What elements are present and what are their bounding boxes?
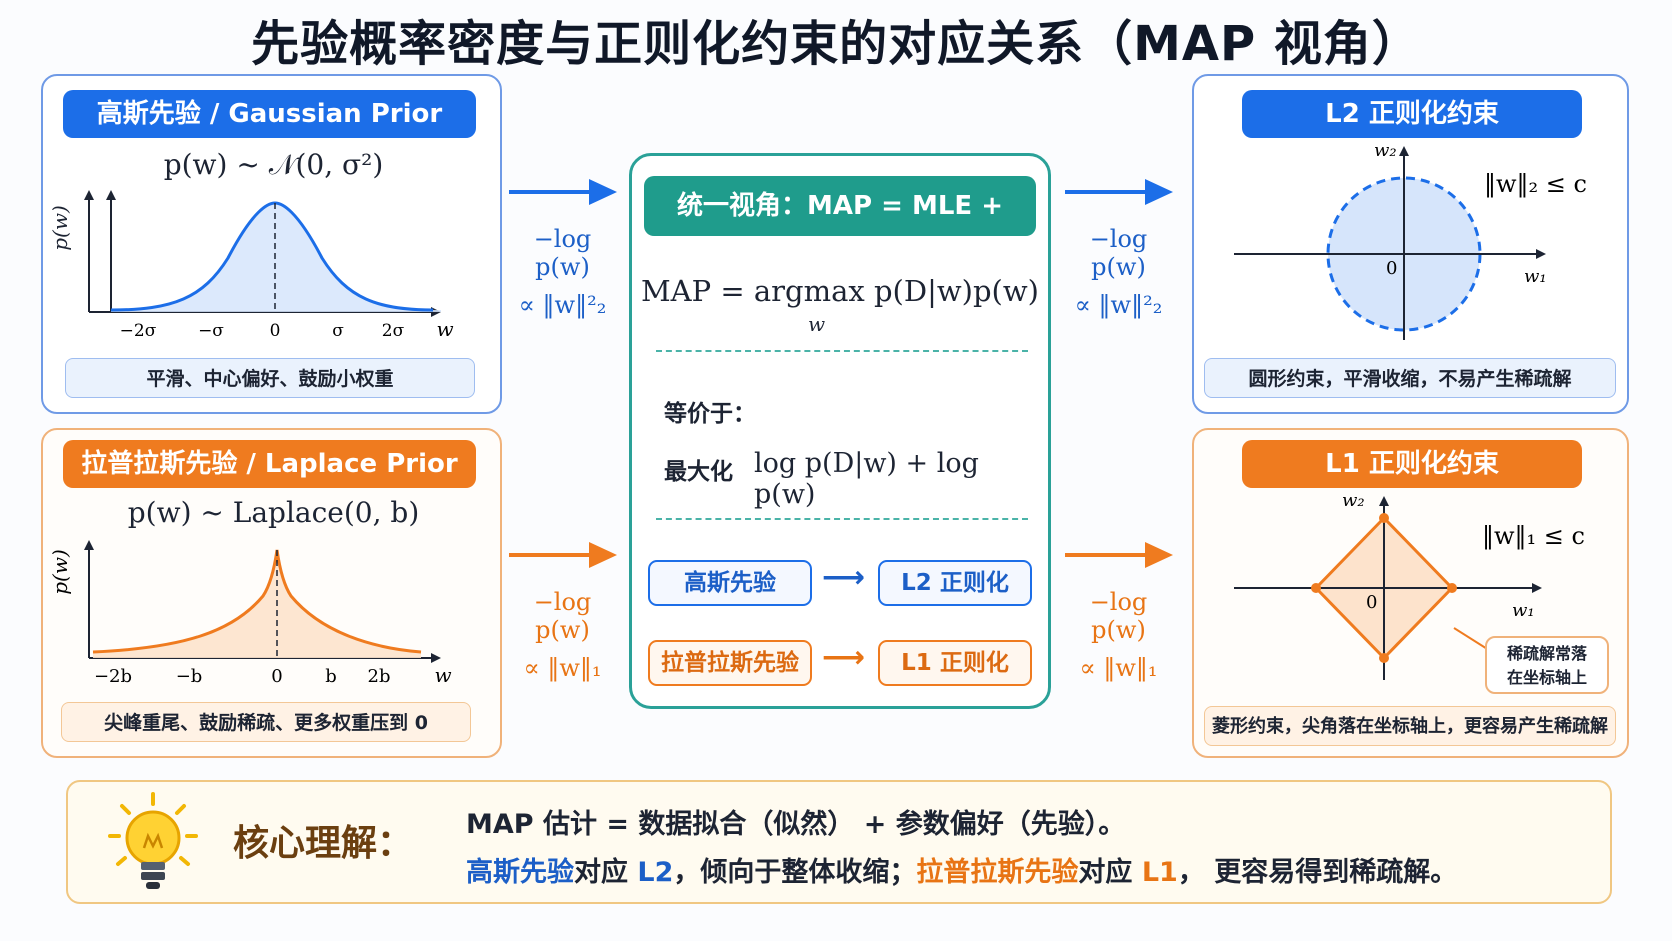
l1-corner-top: [1379, 513, 1389, 523]
arrow-map-to-l1: −log p(w) ∝ ‖w‖₁: [1061, 538, 1176, 682]
pair-arrow-icon: ⟶: [822, 560, 866, 595]
core-l1-term: L1: [1141, 857, 1178, 888]
l2-origin-label: 0: [1386, 258, 1397, 279]
l1-constraint-formula: ‖w‖₁ ≤ c: [1482, 522, 1585, 551]
arrow-right-icon: [1064, 179, 1173, 205]
arrow-gaussian-to-map: −log p(w) ∝ ‖w‖²₂: [505, 175, 620, 319]
l2-constraint-header: L2 正则化约束: [1242, 90, 1582, 138]
gaussian-tick-0: 0: [270, 321, 281, 341]
gaussian-prior-panel: 高斯先验 / Gaussian Prior p(w) ~ 𝒩(0, σ²) p(…: [41, 74, 502, 414]
gaussian-tick-pos1: σ: [332, 321, 344, 341]
arrow-right-icon: [508, 542, 617, 568]
l1-constraint-header: L1 正则化约束: [1242, 440, 1582, 488]
core-text-segment: ，倾向于整体收缩；: [673, 857, 917, 888]
gaussian-x-label: w: [436, 317, 453, 341]
core-text-segment: 对应: [574, 857, 638, 888]
core-text-segment: 对应: [1078, 857, 1142, 888]
l2-axis-y-label: w₂: [1374, 140, 1397, 161]
gaussian-density-chart: p(w) −2σ −σ 0 σ 2σ w: [48, 190, 454, 341]
arrow-laplace-to-map: −log p(w) ∝ ‖w‖₁: [505, 538, 620, 682]
arrow-l2-label-1: −log p(w): [1089, 225, 1148, 281]
laplace-caption: 尖峰重尾、鼓励稀疏、更多权重压到 0: [61, 702, 471, 742]
laplace-tick-pos1: b: [325, 666, 337, 687]
pair-laplace-prior: 拉普拉斯先验: [648, 640, 812, 686]
gaussian-formula: p(w) ~ 𝒩(0, σ²): [163, 148, 384, 181]
map-maximize-label: 最大化: [664, 459, 733, 485]
core-gaussian-term: 高斯先验: [466, 857, 574, 888]
l2-constraint-panel: L2 正则化约束 w₂ w₁ 0 ‖w‖₂ ≤ c 圆形约束，平滑收缩，不易产生…: [1192, 74, 1629, 414]
laplace-prior-panel: 拉普拉斯先验 / Laplace Prior p(w) ~ Laplace(0,…: [41, 428, 502, 758]
arrow-l2-label-2: ∝ ‖w‖²₂: [1074, 291, 1163, 319]
core-line-1: MAP 估计 = 数据拟合（似然） + 参数偏好（先验）。: [466, 809, 1126, 840]
arrow-gaussian-label-2: ∝ ‖w‖²₂: [518, 291, 607, 319]
arrow-l1-label-2: ∝ ‖w‖₁: [1079, 654, 1158, 682]
core-label: 核心理解：: [233, 823, 414, 864]
l1-bubble-line-1: 稀疏解常落: [1506, 644, 1587, 663]
arrow-right-icon: [1064, 542, 1173, 568]
map-unified-panel: 统一视角：MAP = MLE + Prior MAP = argmax p(D|…: [629, 153, 1051, 709]
pair-arrow-icon: ⟶: [822, 640, 866, 675]
pair-gaussian-prior: 高斯先验: [648, 560, 812, 606]
gaussian-y-label: p(w): [48, 205, 72, 251]
arrow-right-icon: [508, 179, 617, 205]
lightbulb-icon: [108, 792, 198, 889]
laplace-tick-neg1: −b: [176, 666, 203, 687]
l2-axis-x-label: w₁: [1524, 266, 1547, 287]
l1-axis-x-label: w₁: [1512, 600, 1535, 621]
map-equiv-label: 等价于：: [664, 401, 756, 427]
page-title: 先验概率密度与正则化约束的对应关系（MAP 视角）: [251, 16, 1421, 72]
core-line-2: 高斯先验对应 L2，倾向于整体收缩；拉普拉斯先验对应 L1， 更容易得到稀疏解。: [466, 850, 1457, 889]
map-maximize-formula: log p(D|w) + log p(w): [754, 448, 979, 510]
gaussian-caption: 平滑、中心偏好、鼓励小权重: [65, 358, 475, 398]
gaussian-prior-header: 高斯先验 / Gaussian Prior: [63, 90, 476, 138]
map-divider-1: [656, 350, 1028, 352]
arrow-l1-label-1: −log p(w): [1089, 588, 1148, 644]
l1-origin-label: 0: [1366, 592, 1377, 613]
l2-constraint-formula: ‖w‖₂ ≤ c: [1484, 170, 1587, 199]
map-divider-2: [656, 518, 1028, 520]
laplace-tick-pos2: 2b: [368, 666, 391, 687]
map-argmax-subscript: w: [808, 312, 826, 336]
gaussian-tick-pos2: 2σ: [382, 321, 405, 341]
l1-corner-bottom: [1379, 653, 1389, 663]
gaussian-curve-fill: [111, 203, 441, 312]
laplace-tick-neg2: −2b: [94, 666, 132, 687]
l1-sparse-callout: 稀疏解常落 在坐标轴上: [1485, 636, 1609, 694]
map-unified-header: 统一视角：MAP = MLE + Prior: [644, 176, 1036, 281]
l1-bubble-line-2: 在坐标轴上: [1506, 668, 1587, 687]
l2-caption: 圆形约束，平滑收缩，不易产生稀疏解: [1204, 358, 1616, 398]
l1-corner-right: [1447, 583, 1457, 593]
gaussian-tick-neg1: −σ: [198, 321, 224, 341]
laplace-x-label: w: [434, 663, 451, 687]
l1-caption: 菱形约束，尖角落在坐标轴上，更容易产生稀疏解: [1204, 706, 1616, 746]
laplace-y-label: p(w): [48, 549, 72, 595]
laplace-tick-0: 0: [271, 666, 282, 687]
pair-l1-regularization: L1 正则化: [878, 640, 1032, 686]
l2-constraint-diagram: w₂ w₁ 0 ‖w‖₂ ≤ c: [1234, 140, 1587, 340]
core-l2-term: L2: [637, 857, 674, 888]
l1-axis-y-label: w₂: [1342, 490, 1365, 511]
arrow-laplace-label-2: ∝ ‖w‖₁: [523, 654, 602, 682]
arrow-map-to-l2: −log p(w) ∝ ‖w‖²₂: [1061, 175, 1176, 319]
l1-corner-left: [1311, 583, 1321, 593]
core-text-segment: ， 更容易得到稀疏解。: [1177, 857, 1458, 888]
arrow-gaussian-label-1: −log p(w): [533, 225, 592, 281]
l1-constraint-diagram: w₂ w₁ 0 ‖w‖₁ ≤ c: [1234, 490, 1585, 680]
gaussian-tick-neg2: −2σ: [120, 321, 157, 341]
laplace-formula: p(w) ~ Laplace(0, b): [127, 496, 420, 529]
pair-l2-regularization: L2 正则化: [878, 560, 1032, 606]
arrow-laplace-label-1: −log p(w): [533, 588, 592, 644]
core-understanding-box: 核心理解： MAP 估计 = 数据拟合（似然） + 参数偏好（先验）。 高斯先验…: [66, 780, 1612, 904]
l1-constraint-panel: L1 正则化约束 w₂ w₁ 0 ‖w‖₁ ≤ c 菱形约束，尖角落在坐标轴上，…: [1192, 428, 1629, 758]
map-formula: MAP = argmax p(D|w)p(w): [640, 274, 1039, 308]
laplace-density-chart: p(w) −2b −b 0 b 2b w: [48, 540, 452, 687]
laplace-prior-header: 拉普拉斯先验 / Laplace Prior: [63, 440, 476, 488]
core-laplace-term: 拉普拉斯先验: [916, 857, 1079, 888]
